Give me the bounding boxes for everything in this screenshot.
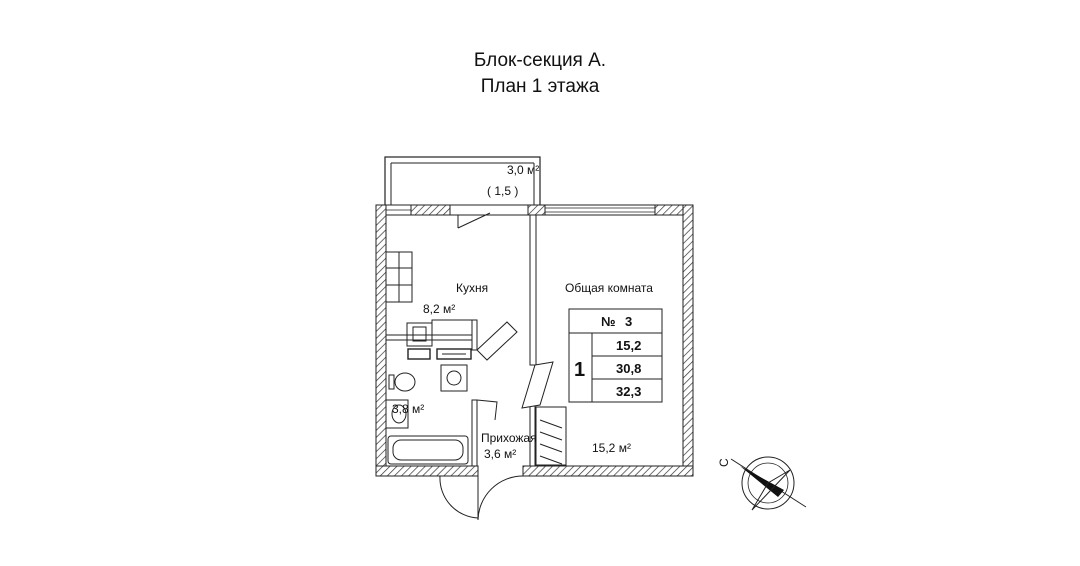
apartment-number-label: № bbox=[601, 314, 616, 329]
living-room-area-label: 15,2 м² bbox=[592, 441, 631, 455]
plan-title-line-1: Блок-секция А. bbox=[473, 50, 607, 71]
table-value-2: 30,8 bbox=[616, 361, 641, 376]
windows bbox=[385, 204, 656, 216]
living-room-name-label: Общая комната bbox=[565, 281, 653, 295]
kitchen-area-label: 8,2 м² bbox=[423, 302, 455, 316]
hall-area-label: 3,6 м² bbox=[484, 447, 516, 461]
hall-name-label: Прихожая bbox=[481, 431, 537, 445]
plan-title-line-2: План 1 этажа bbox=[480, 76, 600, 97]
interior-partitions bbox=[385, 214, 537, 467]
kitchen-fixtures bbox=[385, 251, 473, 347]
bath-area-label: 3,8 м² bbox=[392, 402, 424, 416]
table-value-3: 32,3 bbox=[616, 384, 641, 399]
table-value-1: 15,2 bbox=[616, 338, 641, 353]
apartment-number-value: 3 bbox=[625, 314, 632, 329]
rooms-count-value: 1 bbox=[574, 359, 585, 381]
hall-wardrobe bbox=[535, 406, 567, 466]
balcony-door bbox=[449, 204, 529, 229]
balcony-area-label: 3,0 м² bbox=[507, 163, 539, 177]
balcony-coefficient-label: ( 1,5 ) bbox=[487, 184, 518, 198]
compass-icon: С bbox=[717, 456, 807, 511]
compass-north-label: С bbox=[717, 458, 731, 467]
doors bbox=[439, 321, 554, 521]
apartment-info-table: № 3 1 15,2 30,8 32,3 bbox=[568, 308, 663, 403]
bathroom-fixtures bbox=[385, 348, 472, 465]
kitchen-name-label: Кухня bbox=[456, 281, 488, 295]
